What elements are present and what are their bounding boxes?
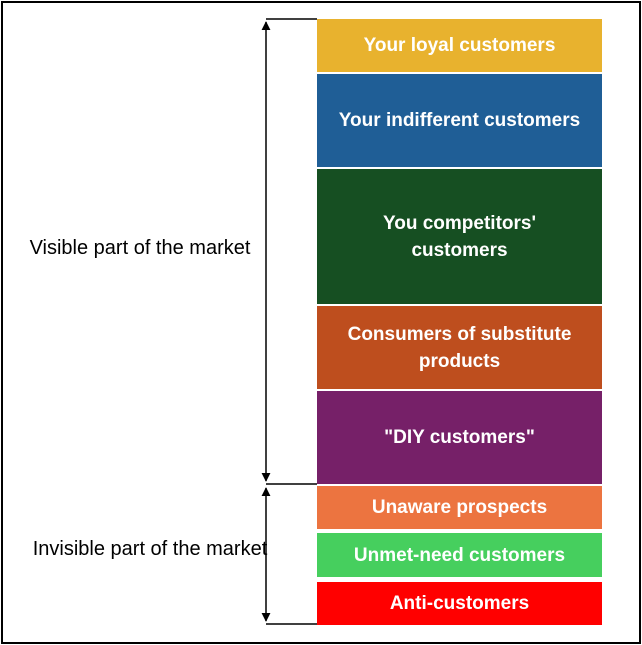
invisible-market-label: Invisible part of the market	[32, 538, 268, 560]
segment-unmet-need-customers: Unmet-need customers	[317, 533, 602, 577]
segment-label: Consumers of substitute products	[347, 323, 572, 372]
segment-label: You competitors' customers	[382, 212, 536, 261]
segment-label: Unaware prospects	[371, 497, 548, 518]
segment-indifferent-customers: Your indifferent customers	[317, 74, 602, 167]
visible-bracket	[261, 18, 317, 485]
segment-loyal-customers: Your loyal customers	[317, 19, 602, 72]
visible-market-label: Visible part of the market	[29, 237, 251, 259]
segment-unaware-prospects: Unaware prospects	[317, 486, 602, 529]
segment-label: Anti-customers	[389, 593, 530, 614]
segment-label: Your indifferent customers	[338, 110, 581, 131]
segment-label: Unmet-need customers	[353, 544, 566, 566]
segment-substitute-consumers: Consumers of substitute products	[317, 306, 602, 389]
segment-competitors-customers: You competitors' customers	[317, 169, 602, 304]
invisible-bracket	[261, 487, 317, 625]
segment-diy-customers: "DIY customers"	[317, 391, 602, 484]
segment-anti-customers: Anti-customers	[317, 582, 602, 625]
segment-label: Your loyal customers	[363, 35, 556, 56]
segment-label: "DIY customers"	[384, 427, 535, 448]
